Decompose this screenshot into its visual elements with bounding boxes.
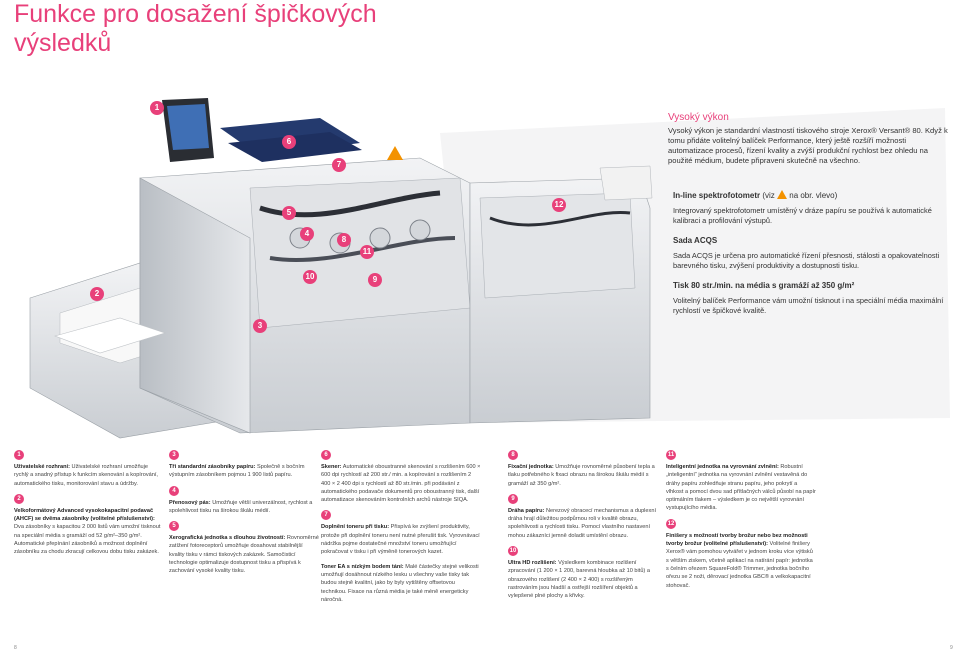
item-number: 9	[508, 493, 518, 504]
callout-11: 11	[360, 245, 374, 259]
high-performance-panel: Vysoký výkon Vysoký výkon je standardní …	[668, 113, 953, 166]
feature-text: Volitelný balíček Performance vám umožní…	[673, 295, 944, 316]
item-number: 3	[169, 450, 179, 460]
callout-8: 8	[337, 233, 351, 247]
callout-1: 1	[150, 101, 164, 115]
feature-title: Tisk 80 str./min. na média s gramáží až …	[673, 281, 855, 290]
feature-print-speed: Tisk 80 str./min. na média s gramáží až …	[673, 281, 953, 317]
feature-title: In-line spektrofotometr	[673, 191, 761, 200]
callout-2: 2	[90, 287, 104, 301]
item-number: 6	[321, 450, 331, 460]
callout-7: 7	[332, 158, 346, 172]
item-number: 8	[508, 450, 518, 460]
page-number-right: 9	[950, 645, 953, 651]
callout-5: 5	[282, 206, 296, 220]
callout-12: 12	[552, 198, 566, 212]
item-number: 12	[666, 518, 676, 529]
panel-title: Vysoký výkon	[668, 112, 729, 123]
feature-text: Sada ACQS je určena pro automatické říze…	[673, 250, 940, 271]
callout-3: 3	[253, 319, 267, 333]
callout-10: 10	[303, 270, 317, 284]
page-number-left: 8	[14, 645, 17, 651]
feature-text: Integrovaný spektrofotometr umístěný v d…	[673, 205, 932, 226]
callout-9: 9	[368, 273, 382, 287]
item-number: 7	[321, 510, 331, 521]
item-number: 10	[508, 546, 518, 557]
callout-6: 6	[282, 135, 296, 149]
item-number: 1	[14, 450, 24, 460]
item-number: 11	[666, 450, 676, 460]
feature-title: Sada ACQS	[673, 236, 718, 245]
panel-text: Vysoký výkon je standardní vlastností ti…	[668, 126, 948, 165]
feature-spectrophotometer: In-line spektrofotometr (viz na obr. vle…	[673, 190, 953, 227]
callout-4: 4	[300, 227, 314, 241]
item-number: 4	[169, 485, 179, 496]
feature-acqs: Sada ACQS Sada ACQS je určena pro automa…	[673, 236, 953, 272]
warning-icon	[777, 190, 788, 199]
item-number: 5	[169, 521, 179, 532]
page-title: Funkce pro dosažení špičkových výsledků	[14, 0, 377, 57]
item-number: 2	[14, 493, 24, 504]
